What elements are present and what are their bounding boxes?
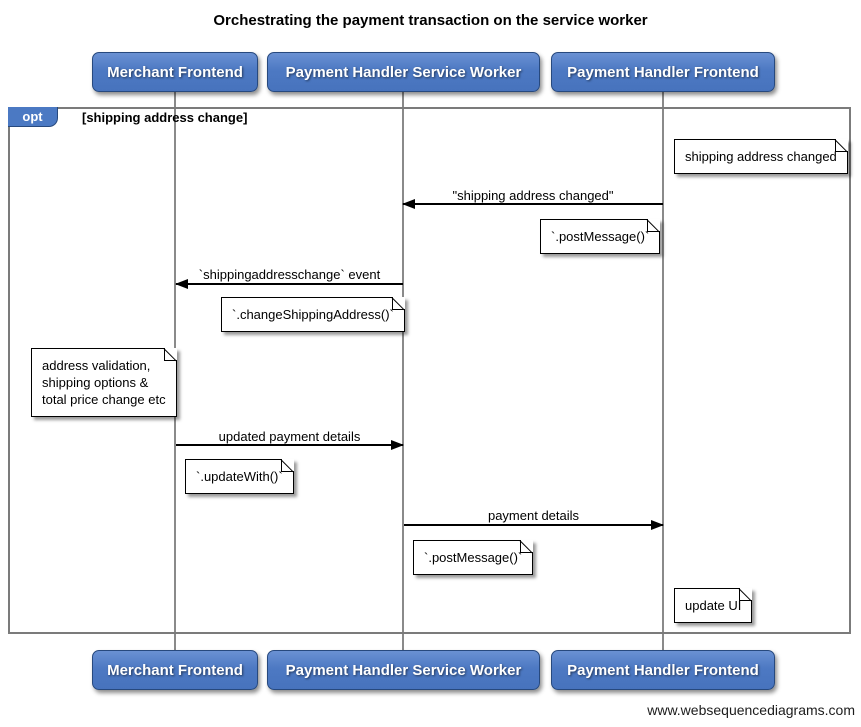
message-arrow-updated-payment-details: [176, 440, 404, 450]
note-updatewith: `.updateWith()`: [185, 459, 294, 494]
websequencediagrams-watermark: www.websequencediagrams.com: [647, 702, 855, 718]
actor-bottom-payment-handler-frontend: Payment Handler Frontend: [551, 650, 775, 690]
note-shipping-address-changed: shipping address changed: [674, 139, 848, 174]
note-postmessage-2: `.postMessage()`: [413, 540, 534, 575]
arrowhead-right-icon: [651, 520, 664, 530]
message-label-shipping-address-changed: "shipping address changed": [452, 188, 614, 203]
message-arrow-shipping-address-changed: [402, 199, 663, 209]
note-address-validation: address validation, shipping options & t…: [31, 348, 177, 417]
note-update-ui: update UI: [674, 588, 753, 623]
message-label-payment-details: payment details: [487, 508, 580, 523]
note-text: `.postMessage()`: [551, 229, 650, 244]
arrowhead-right-icon: [391, 440, 404, 450]
opt-fragment-border: [8, 107, 851, 634]
actor-top-payment-handler-frontend: Payment Handler Frontend: [551, 52, 775, 92]
note-text-line: total price change etc: [42, 392, 166, 407]
note-text: update UI: [685, 598, 742, 613]
actor-label: Payment Handler Frontend: [567, 661, 759, 679]
note-text-line: address validation,: [42, 358, 151, 373]
note-text: `.postMessage()`: [424, 550, 523, 565]
actor-label: Payment Handler Service Worker: [285, 63, 522, 81]
actor-top-payment-handler-service-worker: Payment Handler Service Worker: [267, 52, 540, 92]
actor-top-merchant-frontend: Merchant Frontend: [92, 52, 258, 92]
lifeline-payment-handler-service-worker: [402, 92, 404, 650]
note-changeshippingaddress: `.changeShippingAddress()`: [221, 297, 405, 332]
opt-fragment-guard: [shipping address change]: [82, 110, 248, 125]
note-fold-icon: [391, 297, 405, 310]
diagram-title: Orchestrating the payment transaction on…: [213, 12, 648, 29]
note-fold-icon: [739, 588, 753, 601]
note-text: `.updateWith()`: [196, 469, 283, 484]
actor-label: Merchant Frontend: [107, 63, 243, 81]
actor-label: Payment Handler Service Worker: [285, 661, 522, 679]
note-text: `.changeShippingAddress()`: [232, 307, 394, 322]
actor-label: Payment Handler Frontend: [567, 63, 759, 81]
message-label-updated-payment-details: updated payment details: [218, 429, 361, 444]
opt-fragment-operator-tab: opt: [8, 107, 58, 127]
lifeline-payment-handler-frontend: [662, 92, 664, 650]
message-label-shippingaddresschange-event: `shippingaddresschange` event: [198, 267, 381, 282]
arrowhead-left-icon: [175, 279, 188, 289]
actor-label: Merchant Frontend: [107, 661, 243, 679]
note-fold-icon: [280, 459, 294, 472]
note-fold-icon: [163, 348, 177, 361]
note-fold-icon: [834, 139, 848, 152]
note-text: shipping address changed: [685, 149, 837, 164]
arrowhead-left-icon: [402, 199, 415, 209]
message-arrow-payment-details: [404, 520, 664, 530]
actor-bottom-merchant-frontend: Merchant Frontend: [92, 650, 258, 690]
message-arrow-shippingaddresschange-event: [175, 279, 403, 289]
note-fold-icon: [647, 219, 661, 232]
note-fold-icon: [520, 540, 534, 553]
note-text-line: shipping options &: [42, 375, 149, 390]
actor-bottom-payment-handler-service-worker: Payment Handler Service Worker: [267, 650, 540, 690]
note-postmessage-1: `.postMessage()`: [540, 219, 661, 254]
